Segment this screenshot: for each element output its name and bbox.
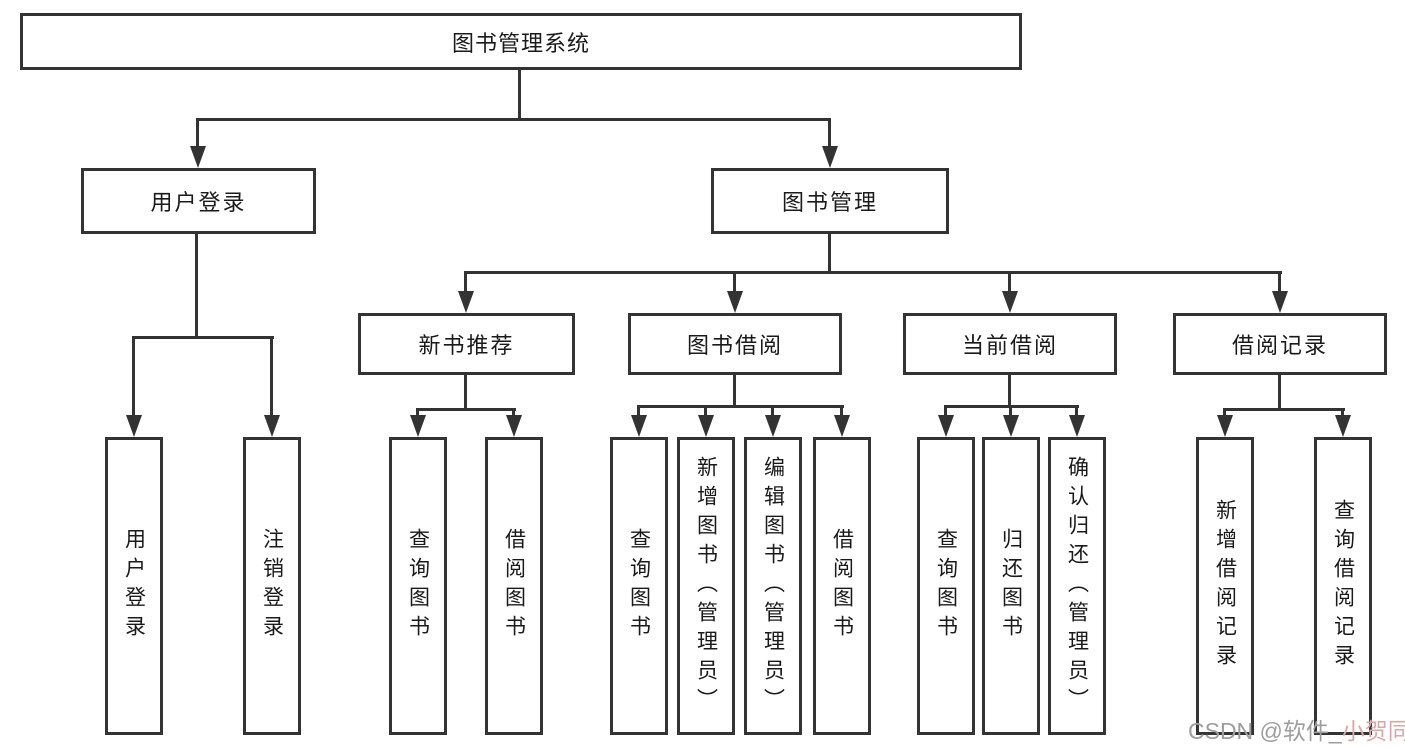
leaf-add-borrow-record: 新增借阅记录	[1196, 437, 1254, 735]
arrowhead-icon	[1217, 415, 1233, 437]
connector-vline	[828, 118, 831, 150]
leaf-return-books: 归还图书	[982, 437, 1040, 735]
arrowhead-icon	[1003, 415, 1019, 437]
arrowhead-icon	[190, 146, 206, 168]
leaf-query-books-2-label: 查询图书	[627, 528, 651, 644]
connector-vline	[270, 336, 273, 418]
arrowhead-icon	[834, 415, 850, 437]
connector-vline	[1223, 408, 1226, 418]
node-book-borrow: 图书借阅	[628, 313, 842, 375]
leaf-add-borrow-record-label: 新增借阅记录	[1213, 499, 1237, 673]
connector-vline	[132, 336, 135, 418]
connector-vline	[840, 405, 843, 418]
leaf-add-books-admin: 新增图书（管理员）	[677, 437, 735, 735]
leaf-query-borrow-record: 查询借阅记录	[1314, 437, 1372, 735]
connector-hline	[465, 271, 1282, 274]
connector-vline	[1008, 271, 1011, 293]
leaf-return-books-label: 归还图书	[999, 528, 1023, 644]
arrowhead-icon	[458, 291, 474, 313]
leaf-query-books-1-label: 查询图书	[406, 528, 430, 644]
leaf-logout: 注销登录	[243, 437, 301, 735]
leaf-borrow-books-1-label: 借阅图书	[502, 528, 526, 644]
connector-hline	[197, 118, 831, 121]
leaf-borrow-books-1: 借阅图书	[485, 437, 543, 735]
leaf-confirm-return-admin: 确认归还（管理员）	[1048, 437, 1106, 735]
node-user-login-label: 用户登录	[150, 190, 247, 215]
leaf-edit-books-admin-label: 编辑图书（管理员）	[761, 455, 785, 717]
connector-vline	[704, 405, 707, 418]
connector-vline	[733, 375, 736, 408]
connector-vline	[771, 405, 774, 418]
arrowhead-icon	[822, 146, 838, 168]
node-current-borrow-label: 当前借阅	[961, 333, 1058, 358]
connector-vline	[1075, 405, 1078, 418]
arrowhead-icon	[1335, 415, 1351, 437]
leaf-query-books-3-label: 查询图书	[934, 528, 958, 644]
connector-vline	[733, 271, 736, 293]
connector-vline	[637, 405, 640, 418]
leaf-query-borrow-record-label: 查询借阅记录	[1331, 499, 1355, 673]
connector-hline	[132, 336, 274, 339]
connector-vline	[416, 408, 419, 418]
leaf-user-login-label: 用户登录	[122, 528, 146, 644]
leaf-borrow-books-2: 借阅图书	[813, 437, 871, 735]
connector-vline	[512, 408, 515, 418]
connector-hline	[945, 405, 1079, 408]
leaf-logout-label: 注销登录	[260, 528, 284, 644]
leaf-confirm-return-admin-label: 确认归还（管理员）	[1065, 455, 1089, 717]
node-root-label: 图书管理系统	[451, 30, 590, 56]
node-user-login: 用户登录	[81, 168, 316, 234]
arrowhead-icon	[938, 415, 954, 437]
arrowhead-icon	[1069, 415, 1085, 437]
connector-hline	[1224, 408, 1345, 411]
arrowhead-icon	[631, 415, 647, 437]
arrowhead-icon	[410, 415, 426, 437]
arrowhead-icon	[506, 415, 522, 437]
node-new-books-label: 新书推荐	[418, 333, 515, 358]
arrowhead-icon	[698, 415, 714, 437]
node-new-books: 新书推荐	[358, 313, 575, 375]
connector-vline	[1278, 271, 1281, 293]
connector-vline	[1008, 375, 1011, 408]
node-borrow-records-label: 借阅记录	[1231, 333, 1328, 358]
leaf-query-books-3: 查询图书	[917, 437, 975, 735]
leaf-query-books-2: 查询图书	[610, 437, 668, 735]
arrowhead-icon	[126, 415, 142, 437]
node-current-borrow: 当前借阅	[903, 313, 1117, 375]
connector-vline	[464, 271, 467, 293]
connector-vline	[195, 234, 198, 339]
connector-vline	[828, 234, 831, 274]
node-book-management: 图书管理	[711, 168, 949, 234]
connector-hline	[417, 408, 516, 411]
connector-vline	[1341, 408, 1344, 418]
arrowhead-icon	[1272, 291, 1288, 313]
arrowhead-icon	[727, 291, 743, 313]
connector-vline	[518, 70, 521, 121]
node-root: 图书管理系统	[20, 13, 1022, 70]
arrowhead-icon	[765, 415, 781, 437]
node-book-management-label: 图书管理	[781, 190, 878, 215]
leaf-edit-books-admin: 编辑图书（管理员）	[744, 437, 802, 735]
connector-hline	[638, 405, 844, 408]
connector-vline	[196, 118, 199, 150]
arrowhead-icon	[1002, 291, 1018, 313]
connector-vline	[1278, 375, 1281, 411]
leaf-query-books-1: 查询图书	[389, 437, 447, 735]
leaf-user-login: 用户登录	[105, 437, 163, 735]
connector-vline	[944, 405, 947, 418]
leaf-borrow-books-2-label: 借阅图书	[830, 528, 854, 644]
node-borrow-records: 借阅记录	[1173, 313, 1387, 375]
leaf-add-books-admin-label: 新增图书（管理员）	[694, 455, 718, 717]
connector-vline	[464, 375, 467, 411]
connector-vline	[1009, 405, 1012, 418]
node-book-borrow-label: 图书借阅	[686, 333, 783, 358]
arrowhead-icon	[264, 415, 280, 437]
